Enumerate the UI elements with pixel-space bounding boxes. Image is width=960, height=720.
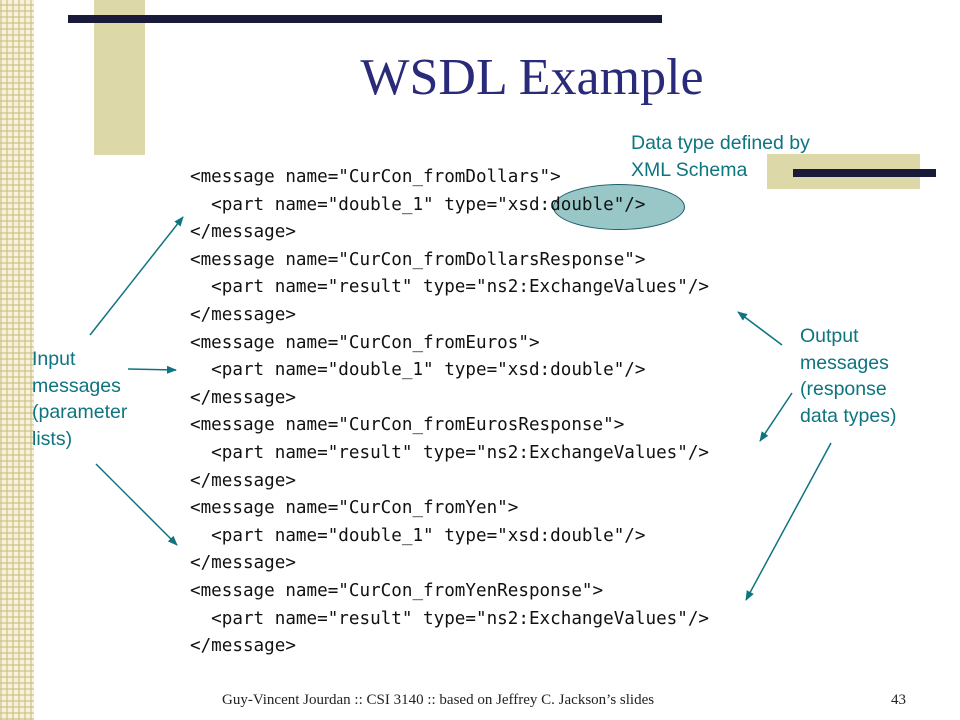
annotation-line: (response [800, 378, 887, 400]
page-number: 43 [891, 692, 906, 708]
code-line: <message name="CurCon_fromYenResponse"> [190, 580, 604, 601]
code-line: <part name="result" type="ns2:ExchangeVa… [190, 442, 710, 463]
code-line: </message> [190, 387, 296, 408]
decorative-top-line [68, 15, 662, 23]
code-line: <part name="double_1" type="xsd:double"/… [190, 525, 646, 546]
arrow-output-1 [737, 311, 783, 346]
code-line: </message> [190, 553, 296, 574]
code-line: <message name="CurCon_fromDollarsRespons… [190, 249, 646, 270]
annotation-line: XML Schema [631, 158, 748, 181]
code-line: <message name="CurCon_fromEuros"> [190, 332, 540, 353]
code-line: </message> [190, 470, 296, 491]
output-messages-annotation: Output messages (response data types) [800, 323, 896, 429]
annotation-line: data types) [800, 404, 897, 427]
code-line: </message> [190, 304, 296, 325]
annotation-line: Output [800, 325, 859, 347]
arrow-output-3 [745, 442, 832, 601]
annotation-line: lists) [32, 427, 73, 450]
code-line: </message> [190, 222, 296, 243]
input-messages-annotation: Input messages (parameter lists) [32, 346, 127, 452]
annotation-line: messages [800, 351, 889, 374]
code-line: <message name="CurCon_fromDollars"> [190, 167, 561, 187]
code-line: <message name="CurCon_fromYen"> [190, 498, 519, 519]
wsdl-code-block: <message name="CurCon_fromDollars"> <par… [190, 164, 709, 661]
annotation-line: messages [32, 374, 121, 397]
code-line: <part name="result" type="ns2:ExchangeVa… [190, 277, 710, 298]
code-line: <part name="result" type="ns2:ExchangeVa… [190, 608, 710, 629]
left-decorative-strip [0, 0, 34, 720]
data-type-annotation: Data type defined by XML Schema [631, 130, 810, 183]
code-line: <part name="double_1" type="xsd:double"/… [190, 360, 646, 381]
code-line: </message> [190, 636, 296, 657]
arrow-input-2 [127, 365, 177, 374]
slide-footer: Guy-Vincent Jourdan :: CSI 3140 :: based… [222, 692, 655, 708]
decorative-vertical-bar [94, 0, 145, 155]
title-area: WSDL Example [0, 0, 960, 140]
decorative-right-line [793, 169, 936, 177]
code-line: <message name="CurCon_fromEurosResponse"… [190, 415, 625, 436]
arrow-input-1 [89, 216, 184, 336]
arrow-output-2 [759, 392, 793, 442]
code-line: <part name="double_1" type="xsd:double"/… [190, 194, 646, 215]
xsd-double-highlight [553, 184, 685, 230]
annotation-line: (parameter [32, 401, 128, 423]
annotation-line: Data type defined by [631, 132, 810, 154]
slide-title: WSDL Example [360, 49, 704, 106]
annotation-line: Input [32, 348, 76, 370]
arrow-input-3 [95, 463, 178, 546]
